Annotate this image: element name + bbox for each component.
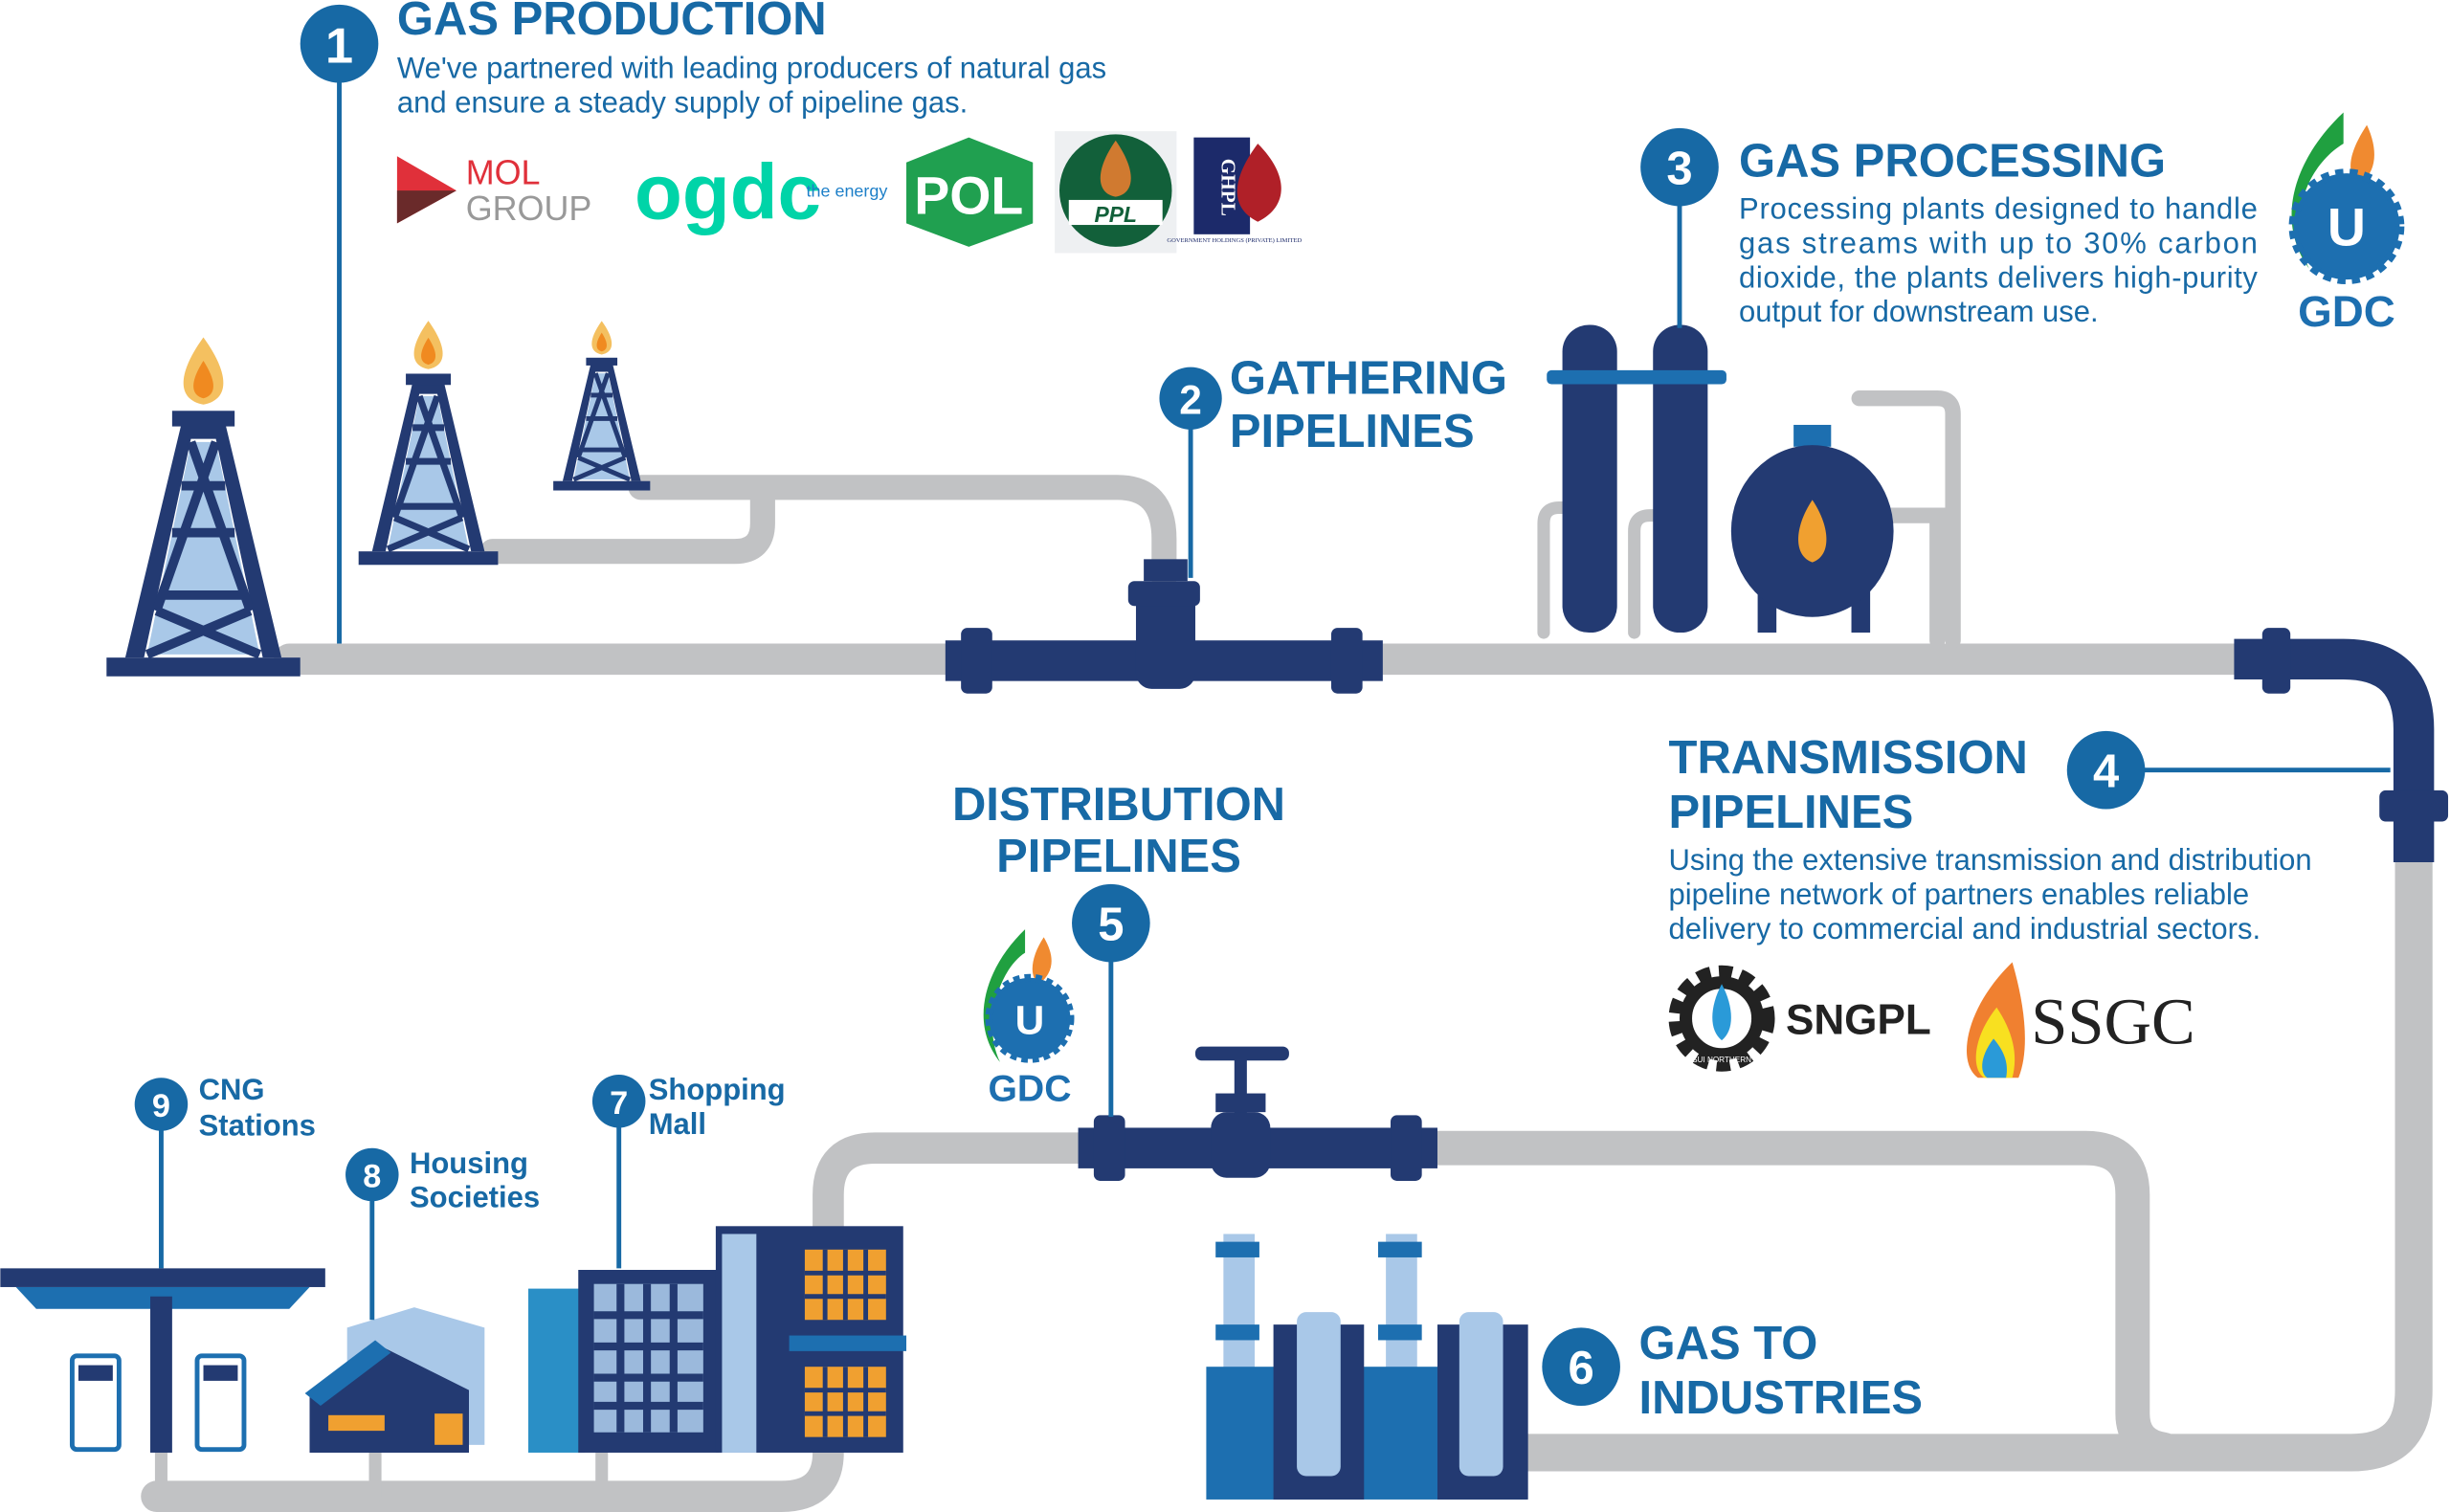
svg-text:GDC: GDC xyxy=(2298,287,2395,336)
step-title-line: GATHERING xyxy=(1230,352,1507,404)
svg-text:GROUP: GROUP xyxy=(466,189,592,228)
step-number: 1 xyxy=(325,18,353,74)
step-number-badge xyxy=(2066,730,2146,810)
cng-station xyxy=(0,1268,325,1453)
step-number: 5 xyxy=(1098,900,1124,951)
svg-text:U: U xyxy=(1015,998,1045,1043)
step-description-line: gas streams with up to 30% carbon xyxy=(1739,226,2258,259)
step-title-line: INDUSTRIES xyxy=(1639,1372,1923,1424)
svg-text:GDC: GDC xyxy=(988,1069,1071,1110)
step-title-line: Societies xyxy=(410,1181,540,1214)
logo-sngpl: SUI NORTHERN SNGPL xyxy=(1668,965,1931,1072)
svg-text:the energy: the energy xyxy=(807,182,888,201)
step-distribution-pipelines: DISTRIBUTION PIPELINES 5 xyxy=(952,779,1285,963)
step-number: 4 xyxy=(2093,746,2119,798)
step-transmission-pipelines: 4 TRANSMISSION PIPELINES Using the exten… xyxy=(1669,730,2312,945)
step-description-line: Using the extensive transmission and dis… xyxy=(1669,843,2312,877)
step-description-line: delivery to commercial and industrial se… xyxy=(1669,912,2261,945)
step-number: 8 xyxy=(363,1158,381,1194)
logo-ogdc: ogdc the energy xyxy=(635,149,887,236)
logo-ghpl: GHPL GOVERNMENT HOLDINGS (PRIVATE) LIMIT… xyxy=(1167,137,1302,244)
step-number-badge xyxy=(300,4,379,83)
step-number: 6 xyxy=(1569,1343,1594,1394)
logo-ppl: PPL xyxy=(1055,131,1177,254)
step-title-line: PIPELINES xyxy=(996,831,1241,882)
step-description-line: and ensure a steady supply of pipeline g… xyxy=(397,86,968,120)
step-title-line: PIPELINES xyxy=(1230,406,1475,457)
step-title-line: TRANSMISSION xyxy=(1669,732,2028,784)
gas-well-derrick-large xyxy=(106,338,300,677)
step-gathering-pipelines: 2 GATHERING PIPELINES xyxy=(1159,352,1507,457)
step-number: 3 xyxy=(1666,144,1692,195)
step-title: GAS PROCESSING xyxy=(1739,135,2166,187)
logo-gdc: U GDC xyxy=(2288,112,2405,336)
leader-lines xyxy=(159,78,2391,1321)
step-number-badge xyxy=(134,1078,189,1131)
step-description-line: We've partnered with leading producers o… xyxy=(397,52,1106,85)
step-title-line: DISTRIBUTION xyxy=(952,779,1285,831)
step-number: 2 xyxy=(1179,378,1202,423)
step-gas-to-industries: 6 GAS TO INDUSTRIES xyxy=(1542,1318,1923,1424)
gas-well-derrick-small xyxy=(553,321,650,490)
step-number-badge xyxy=(345,1147,399,1202)
step-cng-stations: 9 CNG Stations xyxy=(134,1073,316,1143)
svg-text:MOL: MOL xyxy=(466,154,541,192)
step-title-line: Shopping xyxy=(649,1073,786,1106)
step-description-line: output for downstream use. xyxy=(1739,295,2099,328)
svg-text:SSGC: SSGC xyxy=(2031,985,2194,1057)
step-title-line: Housing xyxy=(410,1146,528,1180)
step-title-line: GAS TO xyxy=(1639,1318,1818,1369)
step-gas-production: 1 GAS PRODUCTION We've partnered with le… xyxy=(300,0,1106,120)
svg-text:U: U xyxy=(2328,197,2366,256)
step-description-line: pipeline network of partners enables rel… xyxy=(1669,878,2250,911)
step-gas-processing: 3 GAS PROCESSING Processing plants desig… xyxy=(1640,127,2258,328)
step-number-badge xyxy=(1159,367,1222,430)
step-number-badge xyxy=(591,1074,646,1128)
step-number-badge xyxy=(1072,883,1150,963)
step-title-line: PIPELINES xyxy=(1669,787,1914,838)
step-description-line: dioxide, the plants delivers high-purity xyxy=(1739,260,2258,294)
svg-text:ogdc: ogdc xyxy=(635,149,821,236)
logo-pol: POL xyxy=(906,137,1034,247)
step-title-line: CNG xyxy=(199,1073,265,1106)
step-description-line: Processing plants designed to handle xyxy=(1739,192,2258,226)
shopping-mall-building xyxy=(528,1226,907,1453)
step-title-line: Mall xyxy=(649,1107,706,1141)
industrial-plant xyxy=(1206,1234,1528,1500)
navy-pipe-network xyxy=(945,559,2449,1181)
step-number: 9 xyxy=(152,1088,170,1124)
svg-text:GOVERNMENT HOLDINGS (PRIVATE): GOVERNMENT HOLDINGS (PRIVATE) LIMITED xyxy=(1167,237,1302,244)
step-title-line: Stations xyxy=(199,1109,316,1143)
logo-mol-group: MOL GROUP xyxy=(396,154,592,228)
step-number-badge xyxy=(1542,1327,1620,1407)
svg-text:PPL: PPL xyxy=(1095,202,1137,227)
step-housing-societies: 8 Housing Societies xyxy=(345,1146,540,1214)
svg-text:SUI NORTHERN: SUI NORTHERN xyxy=(1692,1056,1751,1064)
svg-text:SNGPL: SNGPL xyxy=(1786,997,1931,1044)
svg-text:GHPL: GHPL xyxy=(1217,159,1240,216)
gas-well-derrick-medium xyxy=(359,321,499,565)
svg-text:POL: POL xyxy=(914,167,1023,226)
processing-plant xyxy=(1547,324,1894,634)
step-number-badge xyxy=(1640,127,1719,207)
housing-society-house xyxy=(304,1307,485,1453)
step-title: GAS PRODUCTION xyxy=(397,0,827,45)
step-shopping-mall: 7 Shopping Mall xyxy=(591,1073,786,1141)
step-number: 7 xyxy=(610,1085,628,1122)
logo-ssgc: SSGC xyxy=(1967,962,2195,1078)
logo-gdc-distribution: U GDC xyxy=(983,929,1075,1110)
